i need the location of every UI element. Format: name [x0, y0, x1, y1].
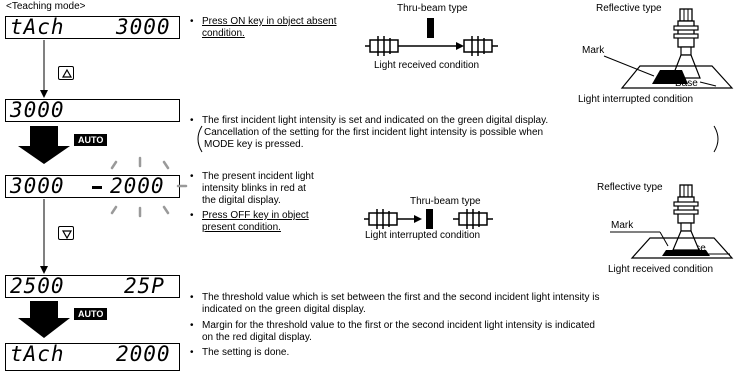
reflective-caption: Light interrupted condition	[578, 94, 694, 105]
display-right-text: 2000	[116, 342, 171, 366]
thru-beam-label: Thru-beam type	[410, 196, 481, 207]
step3-press2: present condition.	[202, 222, 281, 233]
step4-line5: The setting is done.	[202, 347, 290, 358]
reflective-sensor-icon	[673, 8, 699, 56]
down-key-icon	[58, 226, 74, 240]
display-left-text: tAch	[10, 15, 65, 39]
bullet: •	[190, 292, 194, 303]
bullet: •	[190, 347, 194, 358]
display-left-text: 3000	[10, 174, 65, 198]
auto-label: AUTO	[74, 134, 108, 146]
step4-line2: indicated on the green digital display.	[202, 304, 366, 315]
reflective-sensor-icon	[673, 184, 699, 232]
display-right-text: 3000	[116, 15, 171, 39]
display-3000: 3000	[5, 99, 180, 122]
step2-line1: The first incident light intensity is se…	[202, 115, 549, 126]
step3-line3: the digital display.	[202, 195, 281, 206]
bullet: •	[190, 320, 194, 331]
sensor-receiver-icon	[463, 36, 498, 56]
step1-instruction: Press ON key in object absent condition.	[202, 16, 337, 39]
bullet: •	[190, 210, 194, 221]
display-left-text: 2500	[10, 274, 65, 298]
display-teach-3000: tAch 3000	[5, 16, 180, 39]
reflective-caption: Light received condition	[608, 264, 714, 275]
step2-paren-line1: Cancellation of the setting for the firs…	[204, 127, 544, 138]
bullet: •	[190, 16, 194, 27]
display-right-text: 2000	[110, 174, 165, 198]
sensor-receiver-icon	[453, 209, 493, 229]
display-left-text: 3000	[10, 98, 65, 122]
bullet: •	[190, 115, 194, 126]
auto-label: AUTO	[74, 308, 108, 320]
display-left-text: tAch	[10, 342, 65, 366]
object-bar	[427, 18, 434, 38]
mode-title: <Teaching mode>	[6, 1, 86, 12]
step4-line3: Margin for the threshold value to the fi…	[202, 320, 595, 331]
thru-beam-caption: Light received condition	[374, 60, 480, 71]
step4-line1: The threshold value which is set between…	[202, 292, 600, 303]
thru-beam-label: Thru-beam type	[397, 3, 468, 14]
step3-press1: Press OFF key in object	[202, 210, 309, 221]
display-teach-2000: tAch 2000	[5, 343, 180, 371]
mark-label: Mark	[611, 220, 634, 231]
auto-arrow-icon	[18, 301, 70, 338]
step2-paren-line2: MODE key is pressed.	[204, 139, 304, 150]
bullet: •	[190, 171, 194, 182]
step4-line4: on the red digital display.	[202, 332, 312, 343]
reflective-type-label: Reflective type	[596, 3, 662, 14]
display-2500-25p: 2500 25P	[5, 275, 180, 298]
reflective-type-label: Reflective type	[597, 182, 663, 193]
step3-line1: The present incident light	[202, 171, 314, 182]
sensor-emitter-icon	[365, 36, 399, 56]
blink-marks	[110, 156, 188, 218]
object-bar	[426, 209, 433, 229]
up-key-icon	[58, 66, 74, 80]
thru-beam-caption: Light interrupted condition	[365, 230, 481, 241]
auto-arrow-icon	[18, 126, 70, 164]
display-right-text: 25P	[124, 274, 165, 298]
mark-label: Mark	[582, 45, 605, 56]
step3-line2: intensity blinks in red at	[202, 183, 306, 194]
